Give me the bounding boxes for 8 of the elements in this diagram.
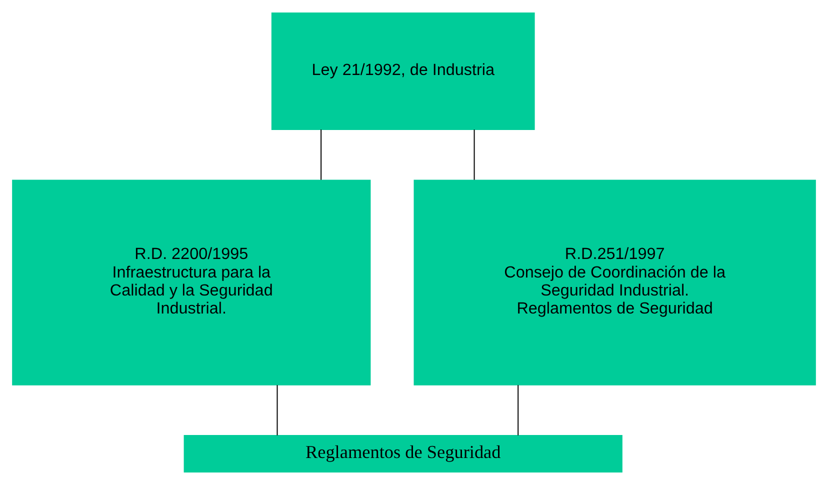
connector: [276, 385, 278, 436]
connector: [518, 385, 519, 436]
node-box: R.D.251/1997 Consejo de Coordinación de la Seguridad Industrial. Reglamentos de Seguridad: [414, 180, 816, 386]
connector: [474, 130, 475, 180]
node-box: Reglamentos de Seguridad: [184, 434, 622, 472]
connector: [320, 130, 322, 180]
node-box: Ley 21/1992, de Industria: [271, 12, 535, 130]
node-box: R.D. 2200/1995 Infraestructura para la Calidad y la Seguridad Industrial.: [12, 180, 371, 386]
